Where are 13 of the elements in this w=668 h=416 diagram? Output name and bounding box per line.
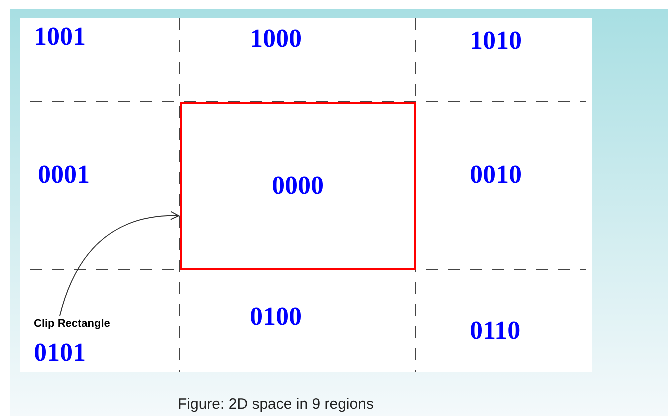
region-code: 1001 [34,24,86,50]
clip-rectangle [180,102,416,270]
region-code: 1000 [250,26,302,52]
region-code: 0110 [470,318,521,344]
region-code: 0000 [272,173,324,199]
annotation-text: Clip Rectangle [34,316,144,332]
region-code: 0100 [250,304,302,330]
region-code: 1010 [470,28,522,54]
region-code: 0001 [38,162,90,188]
curved-arrow [60,212,180,316]
region-code: 0010 [470,162,522,188]
figure-caption: Figure: 2D space in 9 regions [178,395,374,415]
region-code: 0101 [34,340,86,366]
